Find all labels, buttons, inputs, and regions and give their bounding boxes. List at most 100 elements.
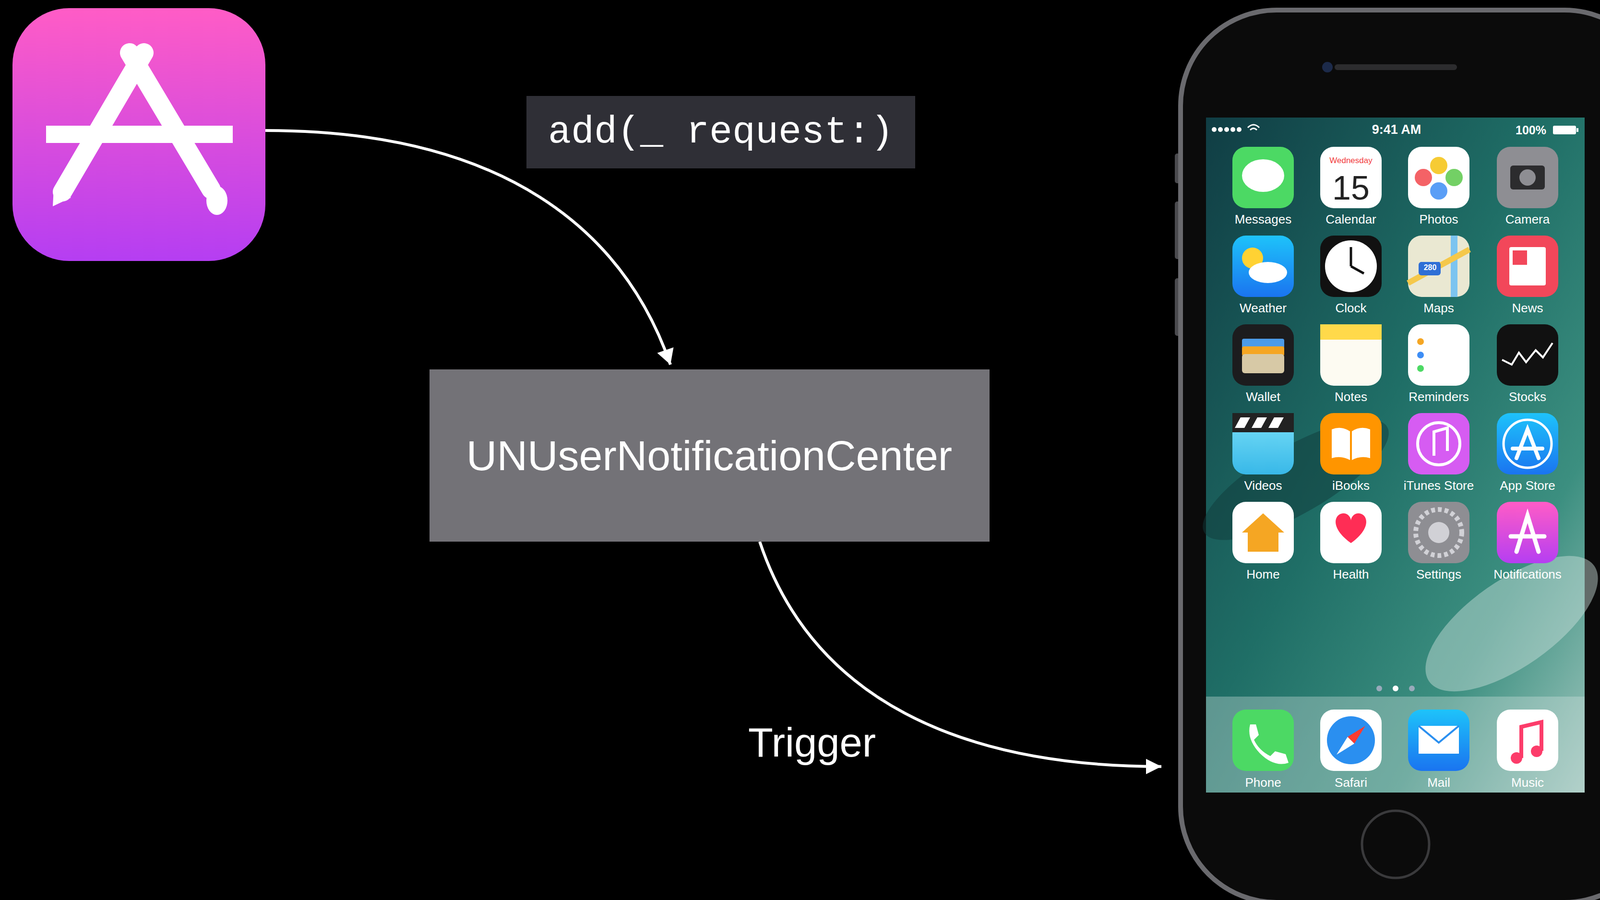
- app-glyph: [1418, 726, 1459, 754]
- signal-dot: [1230, 127, 1236, 132]
- app-glyph: [1445, 168, 1463, 187]
- battery: [1552, 125, 1577, 135]
- app-glyph: [1320, 324, 1382, 340]
- app-icon: [1408, 413, 1470, 475]
- signal-dot: [1217, 127, 1223, 132]
- app-icon: [1232, 709, 1294, 772]
- app-label: Wallet: [1245, 390, 1280, 404]
- app-label: Messages: [1234, 213, 1292, 226]
- app-glyph: [206, 186, 228, 215]
- app-icon: [1320, 324, 1382, 386]
- app-icon: [1320, 146, 1382, 209]
- app-glyph: [129, 52, 212, 190]
- app-glyph: [52, 188, 72, 207]
- app-icon: [1408, 146, 1470, 209]
- phone-screen-group: 9:41 AM100%Wednesday15280MessagesCalenda…: [1161, 10, 1600, 900]
- app-glyph: [1417, 365, 1424, 372]
- app-icon: [1408, 501, 1470, 564]
- app-label: Music: [1511, 776, 1544, 789]
- app-glyph: [1428, 522, 1450, 544]
- app-glyph: [1331, 428, 1371, 461]
- app-glyph: [1248, 262, 1288, 284]
- app-glyph: [1430, 156, 1448, 175]
- app-glyph: [1234, 417, 1284, 429]
- app-glyph: [46, 125, 233, 144]
- app-label: News: [1511, 301, 1543, 315]
- app-label: Clock: [1335, 301, 1367, 315]
- app-glyph: [1326, 716, 1375, 765]
- app-glyph: [1414, 168, 1433, 187]
- app-glyph: [1430, 182, 1448, 200]
- dock: [1205, 696, 1585, 793]
- app-icon: [12, 8, 266, 262]
- phone-screen: [1205, 117, 1585, 793]
- app-glyph: [1241, 159, 1285, 192]
- app-glyph: [1349, 247, 1353, 267]
- app-icon: [1320, 235, 1382, 298]
- app-label: iTunes Store: [1403, 479, 1474, 492]
- app-icon: [1496, 709, 1559, 772]
- app-icon: [1496, 413, 1559, 475]
- process-box: UNUserNotificationCenter: [429, 369, 990, 542]
- app-glyph: [1417, 422, 1460, 466]
- arrow-head: [657, 347, 674, 365]
- page-dot: [1376, 685, 1383, 692]
- road-shield: [1420, 262, 1440, 275]
- app-label: Mail: [1427, 776, 1451, 789]
- home-button: [1361, 811, 1430, 879]
- app-glyph: [1502, 343, 1553, 365]
- phone-camera: [1322, 61, 1333, 73]
- app-glyph: [1249, 724, 1289, 765]
- app-label: Maps: [1423, 301, 1455, 315]
- app-glyph: [1512, 429, 1543, 459]
- app-glyph: [1350, 266, 1364, 274]
- app-label: Videos: [1243, 479, 1282, 492]
- app-label: Weather: [1239, 301, 1287, 315]
- app-icon: [1496, 146, 1559, 209]
- icon-text: Wednesday: [1329, 156, 1373, 165]
- app-icon: [1232, 324, 1294, 386]
- app-glyph: [1335, 513, 1367, 544]
- app-icon: [1496, 324, 1559, 386]
- app-glyph: [1510, 515, 1545, 552]
- app-glyph: [1433, 428, 1448, 456]
- app-glyph: [1450, 235, 1458, 298]
- app-glyph: [1519, 169, 1536, 186]
- app-glyph: [1241, 513, 1285, 552]
- node-label: add(_ request:): [548, 110, 894, 155]
- app-icon: [1232, 146, 1294, 209]
- arrow-head: [1146, 759, 1162, 775]
- code-box: add(_ request:): [526, 95, 916, 169]
- app-label: Notifications: [1493, 568, 1562, 581]
- app-glyph: [1325, 240, 1377, 293]
- wifi-symbol: [1247, 124, 1260, 131]
- app-icon: [1320, 709, 1382, 772]
- edge-label: Trigger: [743, 718, 881, 768]
- page-dot: [1408, 685, 1415, 692]
- signal-dot: [1224, 127, 1230, 132]
- icon-text: 15: [1332, 171, 1370, 205]
- app-label: Phone: [1244, 776, 1281, 789]
- app-icon: [1408, 235, 1470, 298]
- app-label: Calendar: [1325, 213, 1377, 226]
- app-label: Home: [1246, 568, 1280, 581]
- app-glyph: [1503, 419, 1552, 468]
- battery: [1576, 128, 1579, 132]
- app-icon: [1232, 413, 1294, 475]
- app-icon: [1408, 324, 1470, 386]
- app-label: Photos: [1419, 213, 1459, 226]
- app-label: Camera: [1505, 213, 1550, 226]
- app-label: iBooks: [1332, 479, 1370, 492]
- app-glyph: [1415, 509, 1462, 556]
- app-glyph: [1512, 250, 1528, 265]
- app-glyph: [1418, 262, 1441, 276]
- app-glyph: [1232, 413, 1294, 433]
- signal-dot: [1236, 127, 1242, 132]
- app-glyph: [1510, 165, 1545, 190]
- app-icon: [1408, 709, 1470, 772]
- app-icon: [1496, 501, 1559, 564]
- app-label: Notes: [1334, 390, 1368, 404]
- node-label: UNUserNotificationCenter: [466, 431, 953, 481]
- status-text: 9:41 AM: [1372, 123, 1422, 137]
